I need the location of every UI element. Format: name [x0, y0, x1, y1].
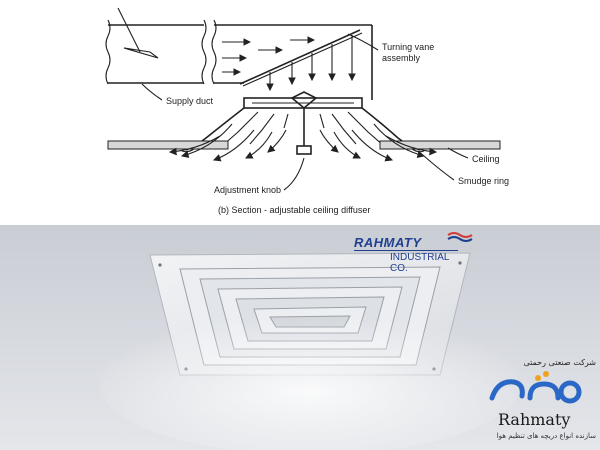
rahmaty-brand-mark: شرکت صنعتی رحمتی Rahmaty سازنده انواع در… — [478, 358, 596, 446]
label-ceiling: Ceiling — [472, 154, 500, 164]
label-supply-duct: Supply duct — [166, 96, 214, 106]
diffuser-photo-drawing — [0, 225, 600, 450]
diagram-caption: (b) Section - adjustable ceiling diffuse… — [218, 205, 370, 215]
turning-vane-assembly-shape — [239, 29, 363, 92]
supply-duct-shape — [105, 7, 373, 100]
brand-logo-icon — [489, 371, 582, 404]
logo-sub: INDUSTRIAL CO. — [390, 252, 450, 274]
label-adjustment-knob: Adjustment knob — [214, 185, 281, 195]
label-smudge-ring: Smudge ring — [458, 176, 509, 186]
diffuser-photo — [0, 225, 600, 450]
diffuser-section-diagram: Turning vane assembly Supply duct Ceilin… — [105, 7, 510, 215]
label-turning-vane: Turning vane — [382, 42, 434, 52]
rahmaty-industrial-logo: RAHMATY INDUSTRIAL CO. — [348, 233, 464, 274]
brand-company-en: Rahmaty — [498, 410, 571, 429]
discharge-airflow-arrows — [168, 123, 438, 162]
leader-lines — [141, 33, 469, 191]
diffuser-collar — [243, 91, 363, 155]
airflow-mist — [100, 315, 520, 450]
logo-name: RAHMATY — [354, 235, 422, 250]
brand-company-fa: شرکت صنعتی رحمتی — [523, 358, 596, 367]
logo-flag-icon — [447, 232, 473, 238]
duct-airflow-arrows — [222, 36, 316, 76]
brand-tagline-fa: سازنده انواع دریچه های تنظیم هوا — [496, 432, 596, 440]
diffuser-section-drawing: Turning vane assembly Supply duct Ceilin… — [105, 7, 509, 215]
label-turning-vane-2: assembly — [382, 53, 421, 63]
logo-divider — [354, 250, 458, 251]
